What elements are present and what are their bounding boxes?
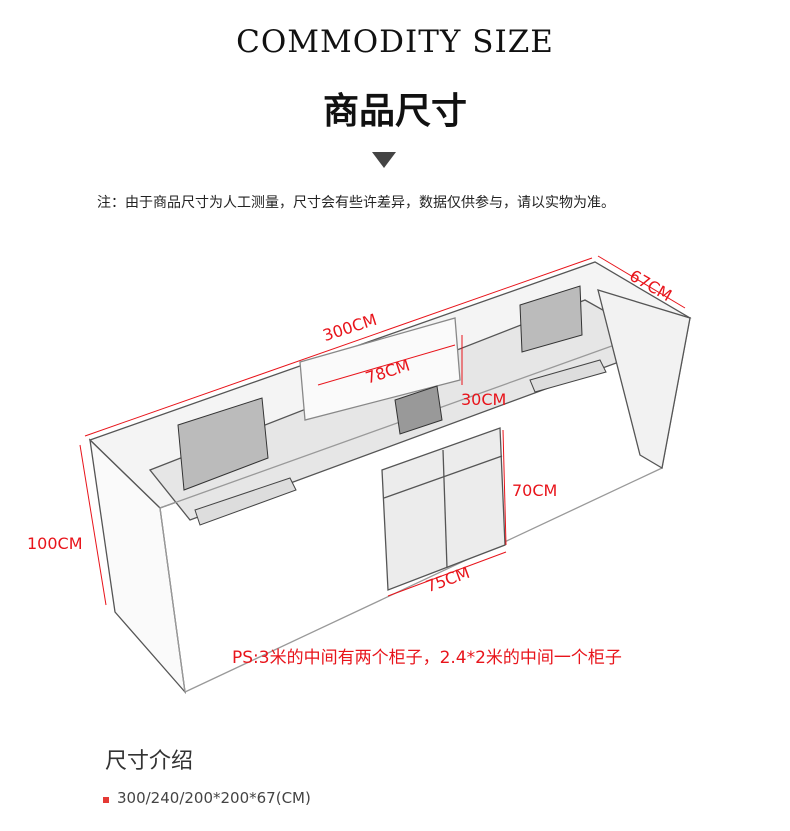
title-en: COMMODITY SIZE (236, 24, 554, 60)
dimension-partition: 30CM (461, 390, 507, 409)
ps-note: PS:3米的中间有两个柜子，2.4*2米的中间一个柜子 (232, 648, 622, 668)
dimension-height: 100CM (27, 534, 83, 553)
measurement-note: 注：由于商品尺寸为人工测量，尺寸会有些许差异，数据仅供参与，请以实物为准。 (97, 195, 615, 211)
bullet-icon (103, 797, 109, 803)
size-intro-heading: 尺寸介绍 (105, 749, 194, 774)
size-intro-value: 300/240/200*200*67(CM) (117, 789, 311, 807)
title-cn: 商品尺寸 (322, 91, 467, 132)
desk-sketch (79, 255, 692, 695)
dimension-desk-height: 70CM (512, 481, 558, 500)
down-arrow-icon (372, 152, 396, 168)
